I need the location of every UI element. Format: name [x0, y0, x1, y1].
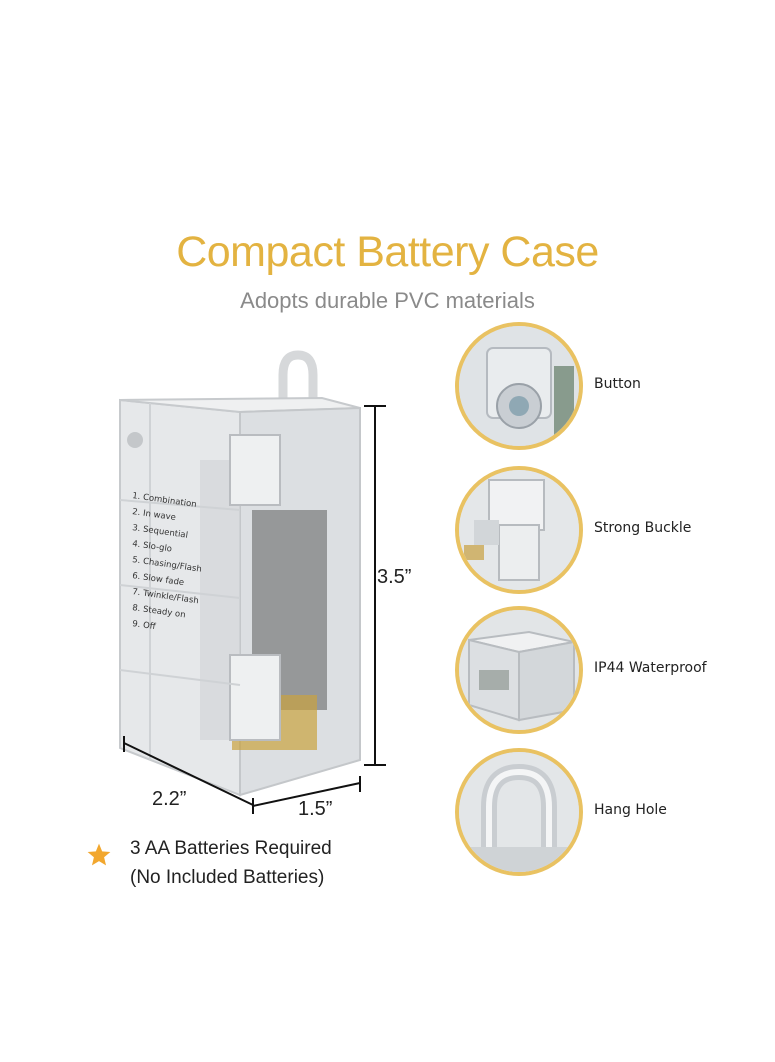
hang-loop [278, 350, 318, 402]
feature-hang-hole: Hang Hole [455, 748, 775, 876]
side-button [127, 432, 143, 448]
buckle-bottom [229, 654, 281, 741]
hang-hole-closeup-icon [455, 748, 583, 876]
battery-note: 3 AA Batteries Required (No Included Bat… [130, 834, 332, 892]
battery-note-line1: 3 AA Batteries Required [130, 838, 332, 859]
depth-dimension-label: 1.5” [298, 798, 333, 820]
feature-ip44-waterproof: IP44 Waterproof [455, 606, 775, 734]
width-dimension-line [123, 742, 254, 806]
page-subtitle: Adopts durable PVC materials [240, 288, 535, 313]
star-icon [87, 843, 111, 866]
page-title: Compact Battery Case [176, 228, 599, 276]
depth-dimension-line [252, 782, 361, 807]
feature-label-button: Button [594, 376, 641, 392]
feature-label-ip44-waterproof: IP44 Waterproof [594, 660, 707, 676]
width-dimension-label: 2.2” [152, 788, 187, 810]
feature-strong-buckle: Strong Buckle [455, 466, 775, 594]
feature-label-hang-hole: Hang Hole [594, 802, 667, 818]
buckle-closeup-icon [455, 466, 583, 594]
mode-list-item: 9. Off [132, 619, 158, 632]
buckle-top [229, 434, 281, 506]
waterproof-closeup-icon [455, 606, 583, 734]
feature-button: Button [455, 322, 775, 450]
battery-note-line2: (No Included Batteries) [130, 867, 325, 888]
height-dimension-label: 3.5” [377, 566, 412, 588]
feature-label-strong-buckle: Strong Buckle [594, 520, 692, 536]
button-closeup-icon [455, 322, 583, 450]
